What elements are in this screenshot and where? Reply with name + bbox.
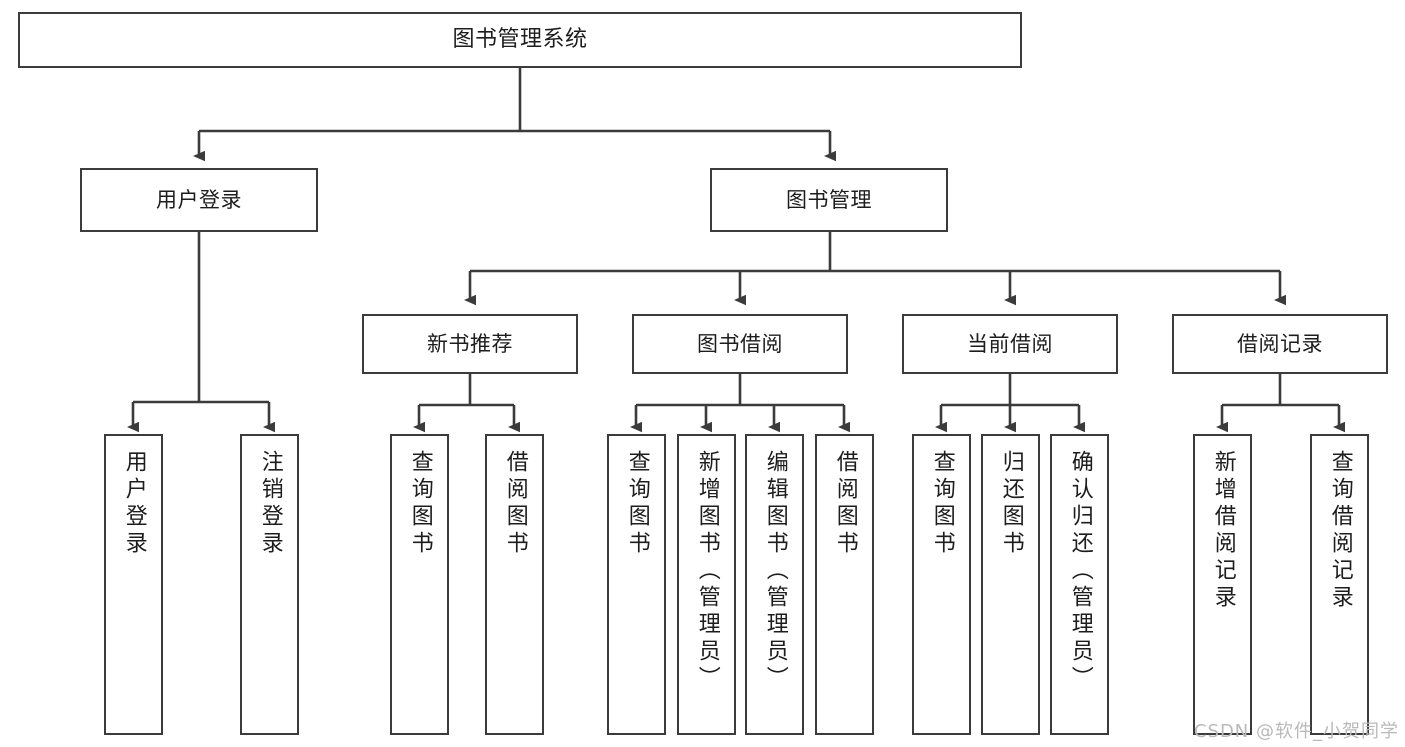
node-label: 查询图书 <box>929 450 955 558</box>
leaf-book-borrow-edit[interactable]: 编辑图书（管理员） <box>745 434 804 735</box>
node-label: 注销登录 <box>257 450 283 558</box>
leaf-new-book-query[interactable]: 查询图书 <box>390 434 449 735</box>
node-book-management[interactable]: 图书管理 <box>710 168 948 232</box>
leaf-borrow-record-query[interactable]: 查询借阅记录 <box>1310 434 1369 735</box>
node-label: 用户登录 <box>156 187 242 212</box>
leaf-book-borrow-query[interactable]: 查询图书 <box>607 434 666 735</box>
csdn-watermark: CSDN @软件_小贺同学 <box>1193 721 1399 742</box>
leaf-borrow-record-add[interactable]: 新增借阅记录 <box>1193 434 1252 735</box>
leaf-current-borrow-confirm[interactable]: 确认归还（管理员） <box>1050 434 1109 735</box>
node-label: 新增借阅记录 <box>1210 450 1236 612</box>
node-label: 图书借阅 <box>697 331 783 356</box>
node-label: 归还图书 <box>998 450 1024 558</box>
node-label: 查询图书 <box>624 450 650 558</box>
leaf-book-borrow-borrow[interactable]: 借阅图书 <box>815 434 874 735</box>
node-new-book-recommend[interactable]: 新书推荐 <box>362 314 578 374</box>
node-label: 查询图书 <box>407 450 433 558</box>
node-label: 当前借阅 <box>967 331 1053 356</box>
leaf-book-borrow-add[interactable]: 新增图书（管理员） <box>677 434 736 735</box>
leaf-current-borrow-query[interactable]: 查询图书 <box>912 434 971 735</box>
node-label: 新增图书（管理员） <box>694 450 720 693</box>
node-current-borrow[interactable]: 当前借阅 <box>902 314 1118 374</box>
node-label: 新书推荐 <box>427 331 513 356</box>
node-book-borrow[interactable]: 图书借阅 <box>632 314 848 374</box>
node-label: 图书管理系统 <box>452 27 588 53</box>
node-label: 借阅图书 <box>832 450 858 558</box>
node-label: 用户登录 <box>121 450 147 558</box>
node-label: 查询借阅记录 <box>1327 450 1353 612</box>
node-borrow-record[interactable]: 借阅记录 <box>1172 314 1388 374</box>
node-root-system[interactable]: 图书管理系统 <box>18 12 1022 68</box>
node-label: 确认归还（管理员） <box>1067 450 1093 693</box>
node-label: 编辑图书（管理员） <box>762 450 788 693</box>
leaf-user-login-logout[interactable]: 注销登录 <box>240 434 299 735</box>
node-label: 借阅图书 <box>502 450 528 558</box>
leaf-user-login-login[interactable]: 用户登录 <box>104 434 163 735</box>
node-label: 借阅记录 <box>1237 331 1323 356</box>
node-label: 图书管理 <box>786 187 872 212</box>
leaf-current-borrow-return[interactable]: 归还图书 <box>981 434 1040 735</box>
leaf-new-book-borrow[interactable]: 借阅图书 <box>485 434 544 735</box>
node-user-login[interactable]: 用户登录 <box>80 168 318 232</box>
